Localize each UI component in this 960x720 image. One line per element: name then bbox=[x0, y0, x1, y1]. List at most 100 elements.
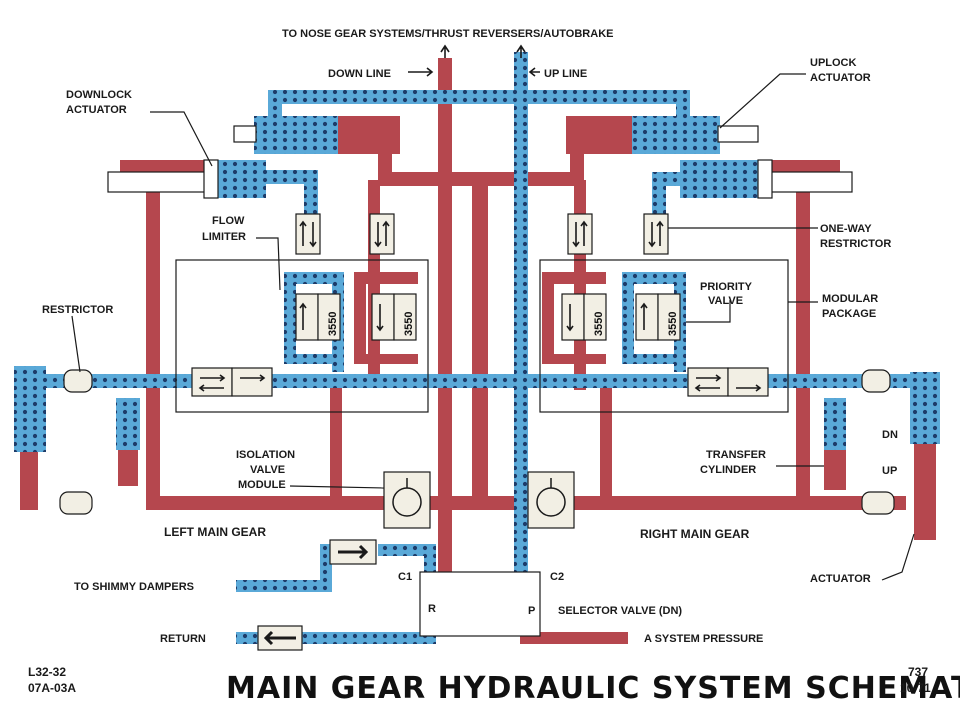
label-uplock-2: ACTUATOR bbox=[810, 72, 871, 84]
blue-loop-l-side bbox=[284, 272, 296, 362]
label-up-line: UP LINE bbox=[544, 68, 587, 80]
right-transfer-blue bbox=[824, 398, 846, 450]
left-actuator-restrictor bbox=[59, 491, 93, 515]
left-restrictor bbox=[63, 369, 93, 393]
red-center-hatched bbox=[472, 180, 488, 500]
arrow-pr2 bbox=[640, 302, 648, 330]
red-left-top bbox=[146, 160, 206, 172]
label-flow-1: FLOW bbox=[212, 215, 245, 227]
left-actuator-red bbox=[20, 450, 38, 510]
label-r: R bbox=[428, 603, 436, 615]
blue-loop-l-bottom bbox=[284, 354, 344, 364]
valve-number-4: 3550 bbox=[667, 312, 679, 336]
label-system-pressure: A SYSTEM PRESSURE bbox=[644, 633, 763, 645]
right-downlock-blue bbox=[680, 160, 770, 198]
label-priority-2: VALVE bbox=[708, 295, 743, 307]
red-loop-l bbox=[354, 272, 418, 284]
red-system-pressure bbox=[520, 632, 628, 644]
right-uplock-blue bbox=[632, 116, 720, 154]
left-downlock-rod bbox=[107, 171, 209, 193]
leader-actuator bbox=[881, 533, 915, 581]
right-gear-actuator-blue bbox=[910, 372, 940, 444]
label-shimmy: TO SHIMMY DAMPERS bbox=[74, 581, 194, 593]
right-downlock-body bbox=[757, 159, 773, 199]
right-modular-package bbox=[539, 259, 789, 413]
right-actuator-red bbox=[914, 440, 936, 540]
right-priority-b bbox=[583, 293, 607, 341]
arrow-tl bbox=[198, 374, 226, 392]
right-restrictor bbox=[861, 369, 891, 393]
label-isolation-3: MODULE bbox=[238, 479, 286, 491]
red-top-horizontal bbox=[378, 172, 584, 186]
left-one-way-restrictor-1 bbox=[295, 213, 321, 255]
left-flow-limiter-b bbox=[317, 293, 341, 341]
left-uplock-red-end bbox=[338, 116, 400, 154]
label-actuator: ACTUATOR bbox=[810, 573, 871, 585]
selector-valve bbox=[419, 571, 541, 637]
left-transfer-valve-a bbox=[191, 367, 233, 397]
arrow-shimmy bbox=[338, 544, 369, 560]
left-priority-a bbox=[371, 293, 395, 341]
red-inner-right-down bbox=[600, 380, 612, 500]
right-uplock-red-end bbox=[566, 116, 632, 154]
arrow-down-line bbox=[408, 67, 434, 77]
label-modular-1: MODULAR bbox=[822, 293, 878, 305]
left-modular-package bbox=[175, 259, 429, 413]
label-oneway-2: RESTRICTOR bbox=[820, 238, 891, 250]
left-gear-red bbox=[118, 448, 138, 486]
arrow-tl2 bbox=[240, 374, 266, 382]
label-uplock-1: UPLOCK bbox=[810, 57, 857, 69]
label-left-main-gear: LEFT MAIN GEAR bbox=[164, 525, 266, 539]
label-c1: C1 bbox=[398, 571, 412, 583]
shimmy-arrow-valve bbox=[329, 539, 377, 565]
leader-flow bbox=[256, 237, 281, 291]
left-downlock-body bbox=[203, 159, 219, 199]
label-right-main-gear: RIGHT MAIN GEAR bbox=[640, 527, 750, 541]
blue-loop-l-top bbox=[284, 272, 344, 284]
label-selector: SELECTOR VALVE (DN) bbox=[558, 605, 682, 617]
arrow-l4 bbox=[382, 220, 390, 246]
arrow-r2 bbox=[580, 220, 588, 246]
red-loop-l-side bbox=[354, 272, 366, 362]
label-down-line: DOWN LINE bbox=[328, 68, 391, 80]
arrow-r4 bbox=[656, 220, 664, 246]
code-right-2: 10-71 bbox=[900, 681, 931, 695]
label-top: TO NOSE GEAR SYSTEMS/THRUST REVERSERS/AU… bbox=[282, 28, 613, 40]
arrow-l3 bbox=[374, 222, 382, 248]
arrow-tr bbox=[694, 374, 722, 392]
left-uplock-rod bbox=[233, 125, 257, 143]
right-flow-limiter-b bbox=[657, 293, 681, 341]
arrow-pr1 bbox=[566, 304, 574, 332]
red-loop-r-bottom bbox=[542, 354, 606, 364]
blue-loop-r-top bbox=[622, 272, 686, 284]
leader-downlock bbox=[150, 111, 213, 167]
arrow-r1 bbox=[572, 222, 580, 248]
red-inner-left-down bbox=[330, 380, 342, 500]
blue-loop-r-bottom bbox=[622, 354, 686, 364]
left-gear-actuator-blue bbox=[14, 366, 46, 452]
left-uplock-blue bbox=[254, 116, 338, 154]
pressure-lines bbox=[20, 58, 936, 644]
arrow-pl1 bbox=[299, 302, 307, 330]
left-transfer-valve-b bbox=[231, 367, 273, 397]
left-flow-limiter-a bbox=[295, 293, 319, 341]
label-up: UP bbox=[882, 465, 897, 477]
right-one-way-restrictor-2 bbox=[643, 213, 669, 255]
label-flow-2: LIMITER bbox=[202, 231, 246, 243]
arrow-up-line bbox=[528, 67, 540, 77]
label-isolation-1: ISOLATION bbox=[236, 449, 295, 461]
label-dn: DN bbox=[882, 429, 898, 441]
label-modular-2: PACKAGE bbox=[822, 308, 876, 320]
left-one-way-restrictor-2 bbox=[369, 213, 395, 255]
left-priority-b bbox=[393, 293, 417, 341]
blue-right-drop bbox=[652, 172, 666, 220]
label-downlock-1: DOWNLOCK bbox=[66, 89, 132, 101]
arrow-return bbox=[263, 630, 296, 646]
arrow-r3 bbox=[648, 222, 656, 248]
modular-packages bbox=[175, 259, 789, 413]
arrow-top-left bbox=[440, 44, 450, 58]
arrow-pl2 bbox=[376, 304, 384, 332]
right-actuator-restrictor bbox=[861, 491, 895, 515]
label-oneway-1: ONE-WAY bbox=[820, 223, 872, 235]
leader-isolation bbox=[289, 485, 385, 489]
